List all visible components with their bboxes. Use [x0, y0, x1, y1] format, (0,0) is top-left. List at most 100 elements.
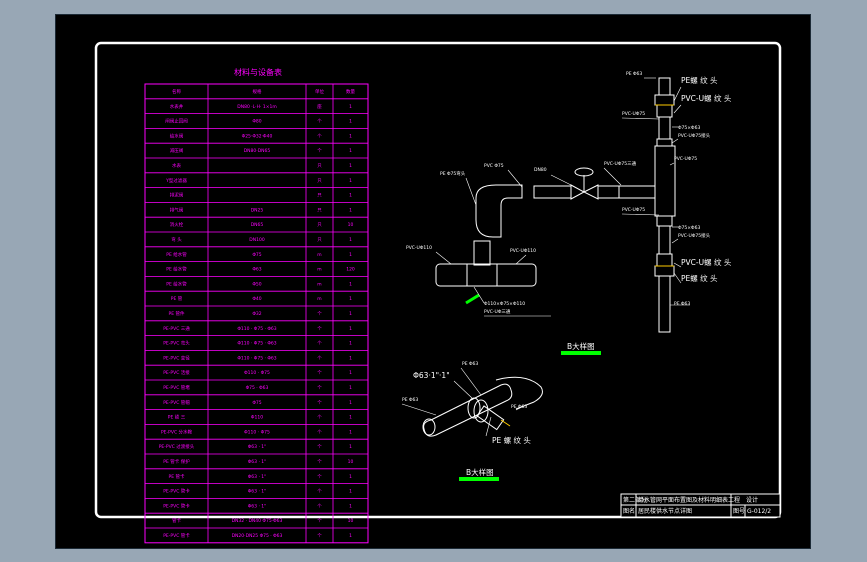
- table-cell: Φ63 · 1": [248, 444, 267, 450]
- sheet-border: [94, 41, 782, 519]
- table-cell: 只: [317, 178, 322, 184]
- table-cell: PE-PVC 管卡: [163, 488, 190, 495]
- diagram-label: Φ63·1"·1": [413, 371, 450, 380]
- table-cell: 1: [349, 163, 352, 169]
- leader-line: [453, 380, 473, 399]
- table-cell: 10: [348, 518, 354, 524]
- table-cell: 个: [317, 370, 322, 376]
- table-cell: Φ110 · Φ75 · Φ63: [237, 341, 276, 347]
- table-cell: 1: [349, 415, 352, 421]
- diagram-label: PVC-U螺 纹 头: [681, 257, 732, 267]
- table-cell: 1: [349, 296, 352, 302]
- diagram-label: DN80: [534, 167, 547, 173]
- table-cell: m: [317, 297, 321, 302]
- title-block-r1c2: 给水管网平面布置图及材料明细表工程: [638, 496, 740, 504]
- table-cell: 个: [317, 444, 322, 450]
- table-cell: Φ63 · 1": [248, 459, 267, 465]
- table-cell: 1: [349, 237, 352, 243]
- diagram-b-saddle: [422, 376, 543, 437]
- table-cell: 1: [349, 385, 352, 391]
- table-cell: DN32 · DN40 Φ75·Φ63: [232, 518, 283, 524]
- table-cell: 1: [349, 281, 352, 287]
- table-header-cell: 单位: [315, 88, 324, 95]
- table-cell: 1: [349, 252, 352, 258]
- leader-line: [507, 169, 523, 188]
- table-cell: 1: [349, 133, 352, 139]
- diagram-a-tee: [435, 240, 537, 305]
- table-cell: 个: [317, 533, 322, 539]
- leader-line: [673, 86, 682, 102]
- table-cell: PE-PVC 管堵: [163, 384, 190, 391]
- leader-line: [671, 138, 679, 144]
- diagram-a-title: B大样图: [567, 341, 595, 351]
- table-cell: Φ75: [252, 252, 261, 258]
- table-cell: 管卡: [172, 517, 181, 524]
- diagram-a-elbow: [475, 184, 523, 238]
- leader-line: [673, 104, 682, 114]
- table-cell: 1: [349, 193, 352, 199]
- title-block-r1c1: 第二部分: [623, 496, 647, 504]
- table-cell: 个: [317, 326, 322, 332]
- leader-line: [515, 254, 527, 265]
- table-cell: PE-PVC 管帽: [163, 399, 190, 406]
- diagram-label: PE Φ63: [462, 361, 478, 367]
- diagram-label: PE Φ63: [626, 71, 642, 77]
- diagram-label: PE螺 纹 头: [681, 75, 718, 85]
- table-cell: Φ50: [252, 281, 261, 287]
- table-cell: 个: [317, 385, 322, 391]
- table-cell: 水表井: [170, 103, 184, 110]
- leader-line: [603, 167, 622, 186]
- table-cell: PE 管卡: [169, 473, 185, 480]
- leader-line: [460, 367, 482, 396]
- leader-line: [401, 403, 437, 416]
- diagram-label: PVC-UΦ75: [622, 207, 645, 213]
- table-cell: PE 管卡 保护: [163, 458, 190, 465]
- table-cell: 排泥阀: [170, 192, 184, 199]
- table-cell: 1: [349, 119, 352, 125]
- table-cell: Φ25·Φ32·Φ40: [242, 133, 273, 139]
- title-block-r2c3: 图号: [733, 508, 745, 515]
- table-cell: 1: [349, 311, 352, 317]
- leader-line: [669, 162, 675, 166]
- title-block-r1c3: 设计: [746, 496, 758, 504]
- diagram-label: PE 螺 纹 头: [492, 435, 531, 445]
- table-cell: 1: [349, 207, 352, 213]
- table-cell: 1: [349, 400, 352, 406]
- table-cell: PE-PVC 弯头: [163, 340, 190, 347]
- table-cell: 个: [317, 489, 322, 495]
- table-cell: PE-PVC 管卡: [163, 532, 190, 539]
- table-cell: 个: [317, 400, 322, 406]
- table-cell: 只: [317, 207, 322, 213]
- table-cell: 个: [317, 415, 322, 421]
- table-cell: 1: [349, 326, 352, 332]
- leader-line: [673, 272, 682, 284]
- table-cell: Φ110 · Φ75: [244, 429, 270, 435]
- table-cell: m: [317, 268, 321, 273]
- table-cell: DN65: [251, 222, 264, 228]
- title-block-r2c2: 居民楼供水节点详图: [638, 507, 692, 515]
- table-cell: 只: [317, 193, 322, 199]
- diagram-a-title-underline: [561, 351, 601, 355]
- table-cell: Φ63 · 1": [248, 503, 267, 509]
- table-cell: 个: [317, 119, 322, 125]
- table-cell: m: [317, 282, 321, 287]
- table-cell: 消火栓: [170, 221, 184, 228]
- table-cell: PE 锁 三: [168, 414, 186, 421]
- table-cell: Y型过滤器: [165, 177, 187, 184]
- table-cell: 10: [348, 459, 354, 465]
- table-cell: 给水阀: [170, 132, 184, 139]
- table-cell: 120: [346, 267, 355, 273]
- table-cell: 1: [349, 370, 352, 376]
- table-cell: 个: [317, 133, 322, 139]
- table-cell: 1: [349, 444, 352, 450]
- diagram-label: PE Φ75弯头: [440, 170, 466, 177]
- table-cell: 1: [349, 503, 352, 509]
- table-cell: 个: [317, 311, 322, 317]
- table-cell: PE 给水管: [166, 266, 187, 273]
- table-cell: Φ32: [252, 311, 261, 317]
- table-cell: DN25: [251, 207, 264, 213]
- table-cell: 个: [317, 355, 322, 361]
- table-cell: 弯 头: [171, 236, 182, 243]
